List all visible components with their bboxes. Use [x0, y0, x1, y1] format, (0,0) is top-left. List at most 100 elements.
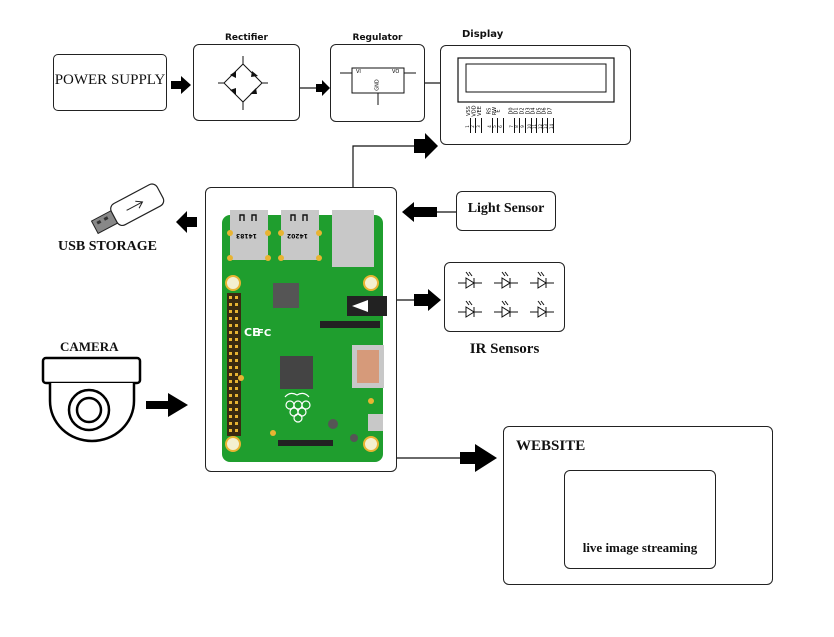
website-title: WEBSITE [516, 438, 586, 454]
usb-port-2 [281, 210, 319, 260]
gpio-pin [235, 296, 238, 299]
camera-connector [320, 321, 380, 328]
camera-label: CAMERA [60, 339, 119, 354]
usb-controller-chip [273, 283, 299, 308]
gpio-pin [235, 352, 238, 355]
gpio-pin [235, 324, 238, 327]
gpio-pin [229, 310, 232, 313]
arrow-rectifier-to-regulator [316, 80, 330, 96]
lcd-pin-lead [470, 118, 471, 133]
lcd-pin-lead [553, 118, 554, 133]
ir-diode-icon [494, 300, 518, 318]
power-supply-label: POWER SUPPLY [54, 72, 166, 88]
arrow-pi-to-website [460, 444, 497, 472]
gpio-pin [229, 352, 232, 355]
soc-chip [280, 356, 313, 389]
lcd-pin-lead [547, 118, 548, 133]
gpio-pin [235, 359, 238, 362]
raspberry-logo [284, 392, 311, 423]
arrow-pi-to-ir [414, 289, 441, 311]
gpio-pin [235, 317, 238, 320]
lcd-pin-lead [519, 118, 520, 133]
ir-sensors-label: IR Sensors [469, 341, 540, 357]
gpio-pin [229, 366, 232, 369]
rectifier-block [193, 44, 300, 121]
gpio-pin [235, 408, 238, 411]
arrow-light-to-pi [402, 202, 437, 222]
ir-diode-icon [458, 300, 482, 318]
gpio-pin [235, 331, 238, 334]
gpio-pin [235, 373, 238, 376]
ir-diode-icon [494, 271, 518, 289]
display-connector [278, 440, 333, 446]
lcd-pin-lead [492, 118, 493, 133]
usb-port-1 [230, 210, 268, 260]
gpio-pin [235, 394, 238, 397]
rectifier-title: Rectifier [225, 33, 268, 43]
ir-diode-icon [530, 271, 554, 289]
gpio-pin [229, 415, 232, 418]
gpio-pin [229, 387, 232, 390]
lcd-pin-lead [525, 118, 526, 133]
arrow-camera-to-pi [146, 393, 188, 417]
gpio-pin [229, 394, 232, 397]
gpio-pin [229, 338, 232, 341]
gpio-pin [235, 366, 238, 369]
gpio-pin [235, 310, 238, 313]
light-sensor-label: Light Sensor [467, 201, 545, 216]
gpio-pin [229, 331, 232, 334]
arrow-pi-to-display [414, 133, 438, 159]
lcd-pin-lead [503, 118, 504, 133]
regulator-pin-vo: VO [392, 69, 400, 75]
power-supply-block [53, 54, 167, 111]
gpio-pin [229, 303, 232, 306]
gpio-pin [235, 401, 238, 404]
gpio-pin [229, 408, 232, 411]
gpio-pin [235, 429, 238, 432]
gpio-pin [235, 345, 238, 348]
gpio-pin [229, 401, 232, 404]
gpio-pin [235, 422, 238, 425]
live-stream-label: live image streaming [582, 540, 698, 555]
gpio-pin [235, 303, 238, 306]
regulator-pin-vi: VI [356, 69, 361, 75]
ethernet-port [332, 210, 374, 267]
usb-storage-label: USB STORAGE [58, 239, 157, 254]
lcd-pin-lead [514, 118, 515, 133]
ir-sensors-block [444, 262, 565, 332]
gpio-pin [235, 415, 238, 418]
gpio-pin [229, 324, 232, 327]
gpio-pin [235, 387, 238, 390]
svg-text:FC: FC [257, 328, 271, 339]
gpio-pin [229, 380, 232, 383]
light-sensor-block [456, 191, 556, 231]
lcd-pin-lead [481, 118, 482, 133]
lcd-pin-lead [542, 118, 543, 133]
gpio-pin [229, 373, 232, 376]
ir-diode-icon [458, 271, 482, 289]
gpio-pin [229, 429, 232, 432]
gpio-header [227, 293, 241, 436]
gpio-pin [229, 422, 232, 425]
gpio-pin [235, 380, 238, 383]
lcd-pin-lead [475, 118, 476, 133]
gpio-pin [229, 317, 232, 320]
ir-diode-icon [530, 300, 554, 318]
line-pi-display [352, 145, 414, 187]
live-stream-panel [564, 470, 716, 569]
lcd-pin-lead [531, 118, 532, 133]
lcd-pin-lead [536, 118, 537, 133]
gpio-pin [229, 359, 232, 362]
micro-usb-port [368, 414, 383, 431]
arrow-pi-to-usb [176, 211, 197, 233]
gpio-pin [229, 296, 232, 299]
gpio-pin [229, 345, 232, 348]
